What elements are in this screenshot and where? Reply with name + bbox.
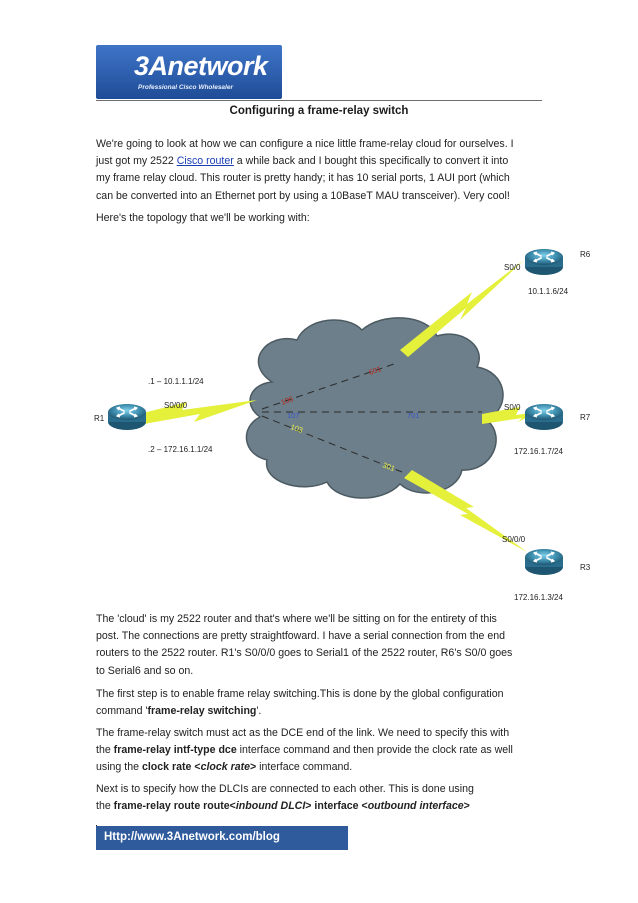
dlci-701: 701 [407, 411, 420, 420]
r1-interface: S0/0/0 [164, 401, 188, 410]
dlci-107: 107 [287, 411, 300, 420]
router-r1-icon [107, 403, 147, 431]
intro-line: my frame relay cloud. This router is pre… [96, 172, 510, 185]
intro-paragraph: We're going to look at how we can config… [96, 136, 546, 205]
para-line: The frame-relay switch must act as the D… [96, 727, 510, 739]
para-line: the frame-relay route route<inbound DLCI… [96, 800, 470, 813]
r6-name: R6 [580, 250, 591, 259]
r6-ip: 10.1.1.6/24 [528, 287, 569, 296]
cmd-clock-rate: clock rate <clock rate> [141, 761, 257, 774]
intro-line: can be converted into an Ethernet port b… [96, 189, 510, 202]
r1-name: R1 [94, 414, 105, 423]
topology-intro: Here's the topology that we'll be workin… [96, 212, 310, 224]
dlci-106: 106 [280, 394, 295, 407]
link-r6-bolt [400, 260, 524, 357]
dce-paragraph: The frame-relay switch must act as the D… [96, 725, 546, 777]
para-line: command 'frame-relay switching'. [96, 705, 262, 718]
para-line: post. The connections are pretty straigh… [96, 630, 506, 643]
para-line: to Serial6 and so on. [96, 664, 194, 677]
page-title: Configuring a frame-relay switch [229, 105, 409, 117]
cmd-frame-relay-route: frame-relay route route<inbound DLCI> in… [113, 800, 470, 813]
link-r7-bolt [482, 407, 537, 424]
footer-banner[interactable] [96, 826, 348, 850]
para-line: the frame-relay intf-type dce interface … [96, 744, 513, 757]
frame-relay-cloud [245, 317, 504, 499]
para-line: The first step is to enable frame relay … [96, 688, 504, 700]
r7-name: R7 [580, 413, 591, 422]
cmd-frame-relay-switching: frame-relay switching [147, 705, 257, 718]
link-r1-bolt [127, 400, 257, 427]
logo-tagline: Professional Cisco Wholesaler [138, 84, 234, 91]
company-logo: 3Anetwork Professional Cisco Wholesaler [96, 45, 282, 99]
logo-brand: 3Anetwork [134, 51, 268, 81]
para-line: The 'cloud' is my 2522 router and that's… [96, 613, 497, 625]
cloud-paragraph: The 'cloud' is my 2522 router and that's… [96, 611, 546, 680]
header-rule [96, 100, 542, 101]
r6-interface: S0/0 [504, 263, 521, 272]
cmd-intf-type-dce: frame-relay intf-type dce [113, 744, 237, 757]
r1-ip-bottom: .2 – 172.16.1.1/24 [148, 445, 213, 454]
r3-ip: 172.16.1.3/24 [514, 593, 563, 602]
para-line: using the clock rate <clock rate> interf… [96, 761, 353, 774]
frame-relay-topology-diagram: 106 107 103 601 701 301 R1 .1 – 10.1.1.1… [94, 248, 591, 602]
dlci-103: 103 [289, 422, 304, 434]
dlci-601: 601 [368, 364, 383, 377]
cisco-router-link[interactable]: Cisco router [176, 155, 234, 168]
pvc-103-301 [261, 415, 403, 473]
link-r3-bolt [404, 470, 527, 552]
para-line: routers to the 2522 router. R1's S0/0/0 … [96, 647, 513, 660]
intro-line: We're going to look at how we can config… [96, 138, 514, 150]
dlci-301: 301 [381, 460, 396, 473]
r3-name: R3 [580, 563, 591, 572]
router-r3-icon [524, 548, 564, 576]
router-r6-icon [524, 248, 564, 276]
dlci-paragraph: Next is to specify how the DLCIs are con… [96, 781, 546, 815]
para-line: Next is to specify how the DLCIs are con… [96, 783, 474, 795]
intro-line: just got my 2522 Cisco router a while ba… [96, 155, 509, 168]
r3-interface: S0/0/0 [502, 535, 526, 544]
router-r7-icon [524, 403, 564, 431]
r1-ip-top: .1 – 10.1.1.1/24 [148, 377, 204, 386]
step1-paragraph: The first step is to enable frame relay … [96, 686, 546, 720]
r7-ip: 172.16.1.7/24 [514, 447, 563, 456]
footer-blog-url[interactable]: Http://www.3Anetwork.com/blog [104, 831, 280, 843]
r7-interface: S0/0 [504, 403, 521, 412]
